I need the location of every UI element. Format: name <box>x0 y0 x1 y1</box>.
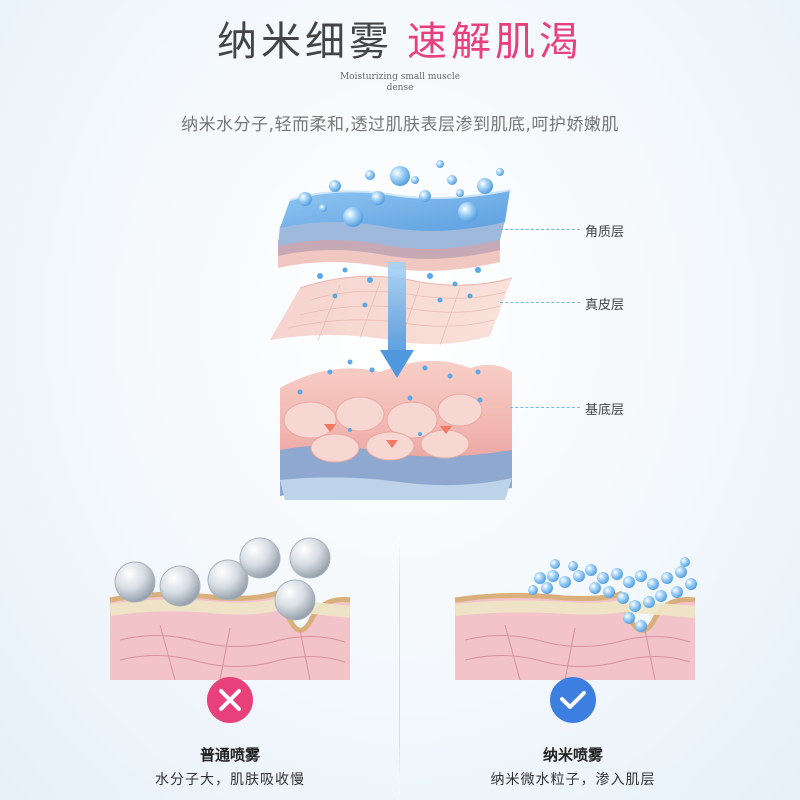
nano-spray-title: 纳米喷雾 <box>542 746 603 764</box>
stratum-corneum-layer <box>278 189 511 271</box>
check-icon <box>550 677 596 723</box>
leader-line-middle <box>500 302 580 303</box>
ordinary-spray-subtitle: 水分子大，肌肤吸收慢 <box>155 772 305 788</box>
leader-line-bottom <box>510 407 580 408</box>
label-basal: 基底层 <box>585 403 625 418</box>
title-accent: 速解肌渴 <box>407 19 583 65</box>
subtitle-english-line1: Moisturizing small muscle <box>339 72 461 82</box>
description: 纳米水分子,轻而柔和,透过肌肤表层渗到肌底,呵护娇嫩肌 <box>181 115 619 135</box>
page-title: 纳米细雾速解肌渴 <box>0 18 800 66</box>
ordinary-spray-illustration <box>109 537 351 681</box>
subtitle-english: Moisturizing small muscle dense <box>300 72 500 94</box>
cross-badge <box>207 677 253 723</box>
comparison-divider <box>399 535 400 795</box>
ordinary-spray-title: 普通喷雾 <box>199 746 260 764</box>
penetration-arrow <box>380 262 414 378</box>
nano-spray-illustration <box>454 557 697 681</box>
check-badge <box>550 677 596 723</box>
water-droplets <box>298 160 504 227</box>
nano-spray-subtitle: 纳米微水粒子，渗入肌层 <box>490 772 656 788</box>
label-dermis: 真皮层 <box>585 298 625 313</box>
title-main: 纳米细雾 <box>217 19 393 65</box>
label-stratum-corneum: 角质层 <box>585 225 625 240</box>
fine-droplets <box>297 267 483 436</box>
subtitle-english-line2: dense <box>386 83 414 93</box>
basal-layer <box>280 360 512 500</box>
leader-line-top <box>500 229 580 230</box>
